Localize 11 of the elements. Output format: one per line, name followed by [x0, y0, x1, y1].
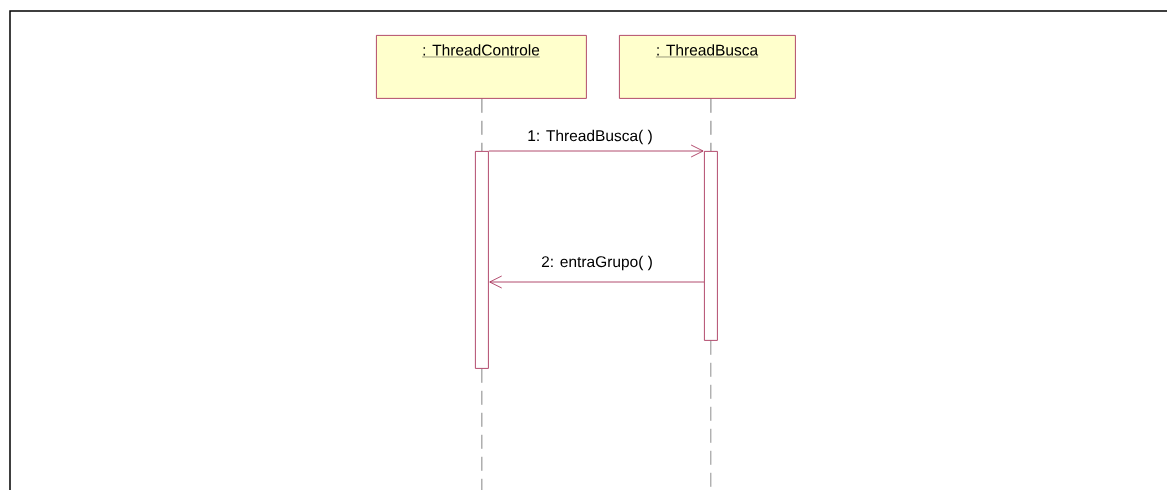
object-box: : ThreadControle [376, 35, 587, 99]
activation-bar [704, 151, 718, 341]
lifeline [710, 98, 712, 152]
lifeline [481, 98, 483, 152]
message-label: 2: entraGrupo( ) [540, 254, 654, 272]
activation-bar [475, 151, 489, 369]
message-arrow [488, 144, 704, 158]
message-arrow [489, 275, 705, 289]
lifeline [481, 368, 483, 490]
object-box: : ThreadBusca [619, 35, 796, 99]
message-label: 1: ThreadBusca( ) [526, 128, 654, 146]
